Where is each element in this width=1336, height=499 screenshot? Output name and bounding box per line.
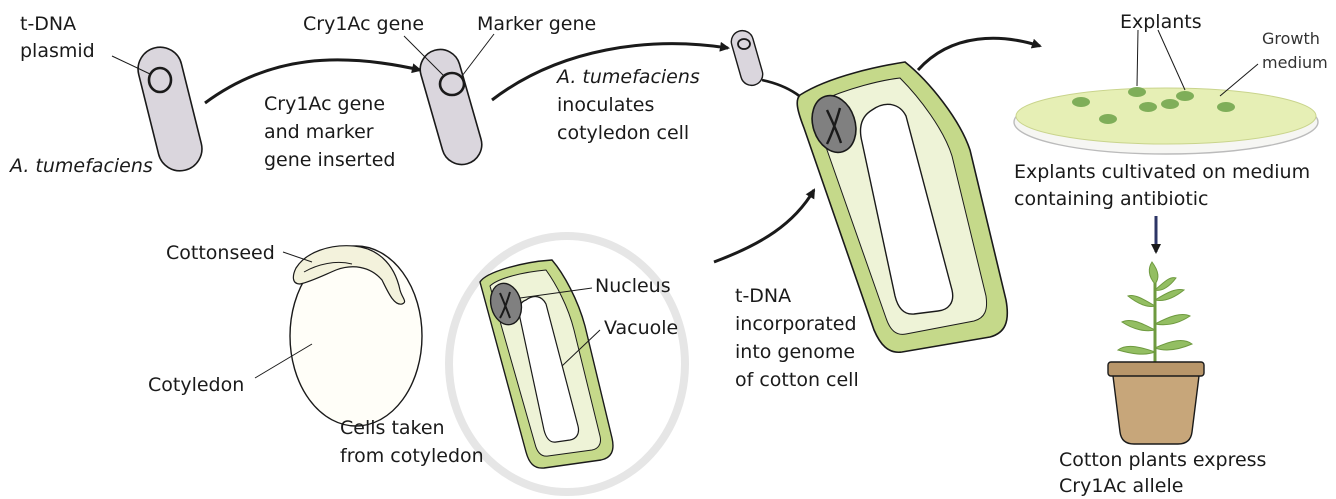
label-inoculates-2: inoculates bbox=[557, 93, 654, 117]
bacterium-modified bbox=[404, 34, 494, 169]
explant bbox=[1099, 114, 1117, 124]
label-incorporated-3: into genome bbox=[735, 340, 855, 364]
label-cultivated-1: Explants cultivated on medium bbox=[1014, 160, 1310, 184]
explant bbox=[1072, 97, 1090, 107]
leaf bbox=[1155, 278, 1176, 291]
label-incorporated-4: of cotton cell bbox=[735, 368, 859, 392]
label-inoculates-3: cotyledon cell bbox=[557, 121, 689, 145]
label-growth-medium-2: medium bbox=[1262, 52, 1328, 74]
arrow-incorporate bbox=[714, 190, 814, 262]
label-tdna-plasmid-1: t-DNA bbox=[20, 12, 76, 36]
leaf bbox=[1149, 262, 1158, 284]
explant bbox=[1128, 87, 1146, 97]
label-cells-taken-2: from cotyledon bbox=[340, 444, 484, 468]
explant bbox=[1176, 91, 1194, 101]
leaf bbox=[1118, 346, 1155, 354]
label-inserted-3: gene inserted bbox=[264, 148, 395, 172]
explant bbox=[1161, 99, 1179, 109]
growth-medium bbox=[1016, 88, 1316, 144]
label-incorporated-1: t-DNA bbox=[735, 284, 791, 308]
label-cultivated-2: containing antibiotic bbox=[1014, 187, 1209, 211]
pot-rim bbox=[1108, 362, 1204, 376]
label-cells-taken-1: Cells taken bbox=[340, 416, 445, 440]
label-nucleus: Nucleus bbox=[595, 274, 671, 298]
pot bbox=[1112, 368, 1200, 444]
label-cottonseed: Cottonseed bbox=[166, 241, 275, 265]
label-growth-medium-1: Growth bbox=[1262, 28, 1320, 50]
label-express-2: Cry1Ac allele bbox=[1059, 474, 1183, 498]
label-express-1: Cotton plants express bbox=[1059, 448, 1266, 472]
label-inoculates-1: A. tumefaciens bbox=[557, 65, 700, 89]
bacterium-small bbox=[729, 28, 766, 88]
explant bbox=[1217, 102, 1235, 112]
leaf bbox=[1155, 289, 1184, 300]
cotton-cell-large bbox=[797, 62, 1007, 352]
leaf bbox=[1128, 295, 1155, 306]
label-cry1ac-gene: Cry1Ac gene bbox=[303, 12, 424, 36]
label-incorporated-2: incorporated bbox=[735, 312, 857, 336]
label-explants: Explants bbox=[1120, 10, 1202, 34]
leaf bbox=[1155, 314, 1190, 324]
cottonseed bbox=[255, 246, 422, 426]
label-cotyledon: Cotyledon bbox=[148, 373, 244, 397]
label-inserted-1: Cry1Ac gene bbox=[264, 92, 385, 116]
label-tdna-plasmid-2: plasmid bbox=[20, 39, 95, 63]
leaf bbox=[1155, 341, 1192, 351]
label-inserted-2: and marker bbox=[264, 120, 374, 144]
label-a-tumefaciens: A. tumefaciens bbox=[10, 154, 153, 178]
leaf bbox=[1122, 320, 1155, 330]
arrow-to-culture bbox=[918, 38, 1040, 70]
label-vacuole: Vacuole bbox=[604, 316, 678, 340]
explant bbox=[1139, 102, 1157, 112]
potted-plant bbox=[1108, 262, 1204, 444]
label-marker-gene: Marker gene bbox=[477, 12, 596, 36]
